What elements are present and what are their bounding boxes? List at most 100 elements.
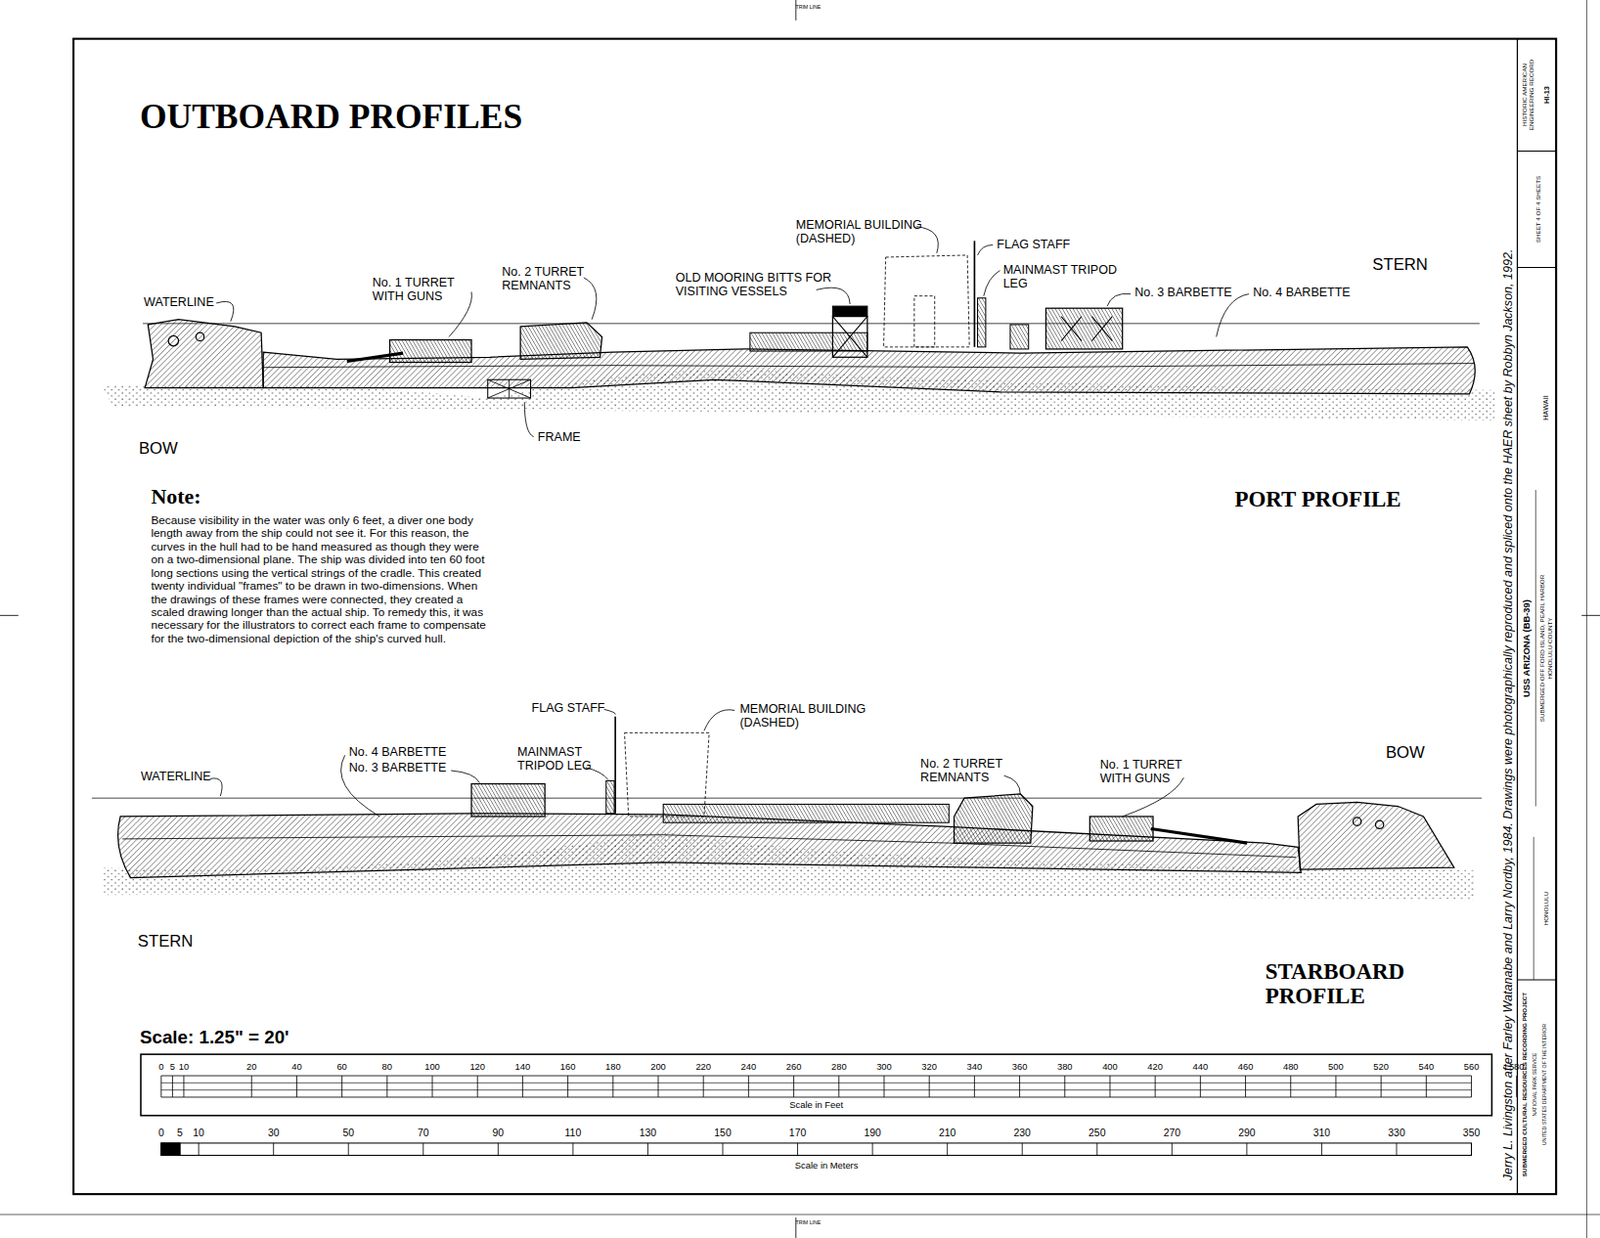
- title-block-text: SUBMERGED OFF FORD ISLAND, PEARL HARBOR: [1538, 574, 1546, 722]
- callout-label: FRAME: [537, 430, 581, 445]
- scale-tick: [182, 1075, 184, 1098]
- scale-number: 230: [1014, 1127, 1031, 1140]
- scale-number: 5: [177, 1127, 183, 1140]
- title-block-text: HISTORIC AMERICAN ENGINEERING RECORD: [1520, 46, 1535, 144]
- trim-mark: TRIM LINE: [795, 4, 821, 11]
- callout-label: MEMORIAL BUILDING (DASHED): [739, 702, 883, 730]
- scale-tick: [1109, 1075, 1111, 1098]
- scale-number: 220: [695, 1062, 712, 1073]
- scale-number: 70: [417, 1127, 430, 1140]
- scale-tick: [793, 1075, 795, 1098]
- orientation-label: BOW: [1385, 744, 1425, 763]
- scale-number: 280: [831, 1062, 847, 1073]
- scale-tick: [296, 1075, 298, 1098]
- callout-label: FLAG STAFF: [532, 701, 606, 715]
- scale-tick: [198, 1143, 200, 1156]
- scale-tick: [348, 1143, 350, 1156]
- scale-number: 180: [605, 1062, 622, 1073]
- scale-number: 250: [1088, 1127, 1106, 1140]
- scale-tick: [797, 1143, 799, 1156]
- scale-tick: [1022, 1143, 1023, 1156]
- callout-label: No. 1 TURRET WITH GUNS: [372, 275, 481, 304]
- title-block-text: HI-13: [1543, 86, 1552, 104]
- callout-label: WATERLINE: [140, 769, 212, 784]
- scale-tick: [1380, 1075, 1382, 1098]
- callout-label: No. 4 BARBETTE: [1252, 285, 1350, 300]
- scale-number: 330: [1387, 1127, 1405, 1140]
- scale-tick: [422, 1143, 424, 1156]
- title-block-text: HONOLULU COUNTY: [1546, 617, 1554, 679]
- scale-number: 480: [1283, 1062, 1299, 1073]
- scale-number: 310: [1313, 1127, 1331, 1140]
- view-title: STARBOARD PROFILE: [1265, 959, 1434, 1009]
- scale-number: 130: [639, 1127, 657, 1140]
- orientation-label: STERN: [137, 933, 194, 952]
- scale-number: 120: [469, 1062, 486, 1073]
- scale-tick: [1096, 1143, 1098, 1156]
- scale-tick: [1470, 1143, 1472, 1156]
- title-block-text: USS ARIZONA (BB-39): [1521, 599, 1533, 698]
- scale-tick: [572, 1143, 574, 1156]
- callout-label: MEMORIAL BUILDING (DASHED): [796, 218, 939, 246]
- scale-tick: [386, 1075, 388, 1098]
- callout-label: No. 1 TURRET WITH GUNS: [1100, 757, 1208, 786]
- scale-number: 0: [158, 1062, 164, 1073]
- scale-number: 320: [921, 1062, 937, 1073]
- callout-label: MAINMAST TRIPOD LEG: [1003, 263, 1142, 291]
- callout-label: WATERLINE: [143, 295, 215, 310]
- scale-number: 380: [1057, 1062, 1073, 1073]
- scale-number: 80: [382, 1062, 393, 1073]
- scale-tick: [1395, 1143, 1397, 1156]
- callout-label: FLAG STAFF: [996, 237, 1070, 252]
- scale-tick: [1321, 1143, 1323, 1156]
- sheet-title: OUTBOARD PROFILES: [139, 97, 523, 137]
- scale-caption: Scale in Feet: [789, 1100, 844, 1112]
- scale-tick: [1289, 1075, 1291, 1098]
- scale-number: 10: [192, 1127, 205, 1140]
- scale-number: 260: [786, 1062, 802, 1073]
- scale-segment: [161, 1143, 180, 1156]
- scale-number: 170: [789, 1127, 806, 1140]
- scale-number: 240: [741, 1062, 757, 1073]
- scale-tick: [272, 1143, 274, 1156]
- scale-number: 420: [1147, 1062, 1163, 1073]
- credit-line: Jerry L. Livingston after Farley Watanab…: [1501, 248, 1515, 1181]
- scale-tick: [522, 1075, 524, 1098]
- scale-tick: [946, 1143, 948, 1156]
- scale-tick: [1171, 1143, 1173, 1156]
- title-block-text: SUBMERGED CULTURAL RESOURCES RECORDING P…: [1520, 992, 1528, 1177]
- scale-statement: Scale: 1.25" = 20': [139, 1026, 290, 1048]
- scale-tick: [251, 1075, 253, 1098]
- scale-tick: [477, 1075, 479, 1098]
- scale-tick: [838, 1075, 840, 1098]
- scale-tick: [929, 1075, 931, 1098]
- scale-number: 460: [1238, 1062, 1254, 1073]
- scale-number: 440: [1193, 1062, 1209, 1073]
- title-block-text: SHEET 4 OF 4 SHEETS: [1535, 176, 1543, 243]
- scale-tick: [1200, 1075, 1201, 1098]
- orientation-label: STERN: [1372, 256, 1428, 275]
- title-block-text: NATIONAL PARK SERVICE: [1532, 1053, 1539, 1117]
- scale-number: 150: [713, 1127, 731, 1140]
- scale-tick: [172, 1075, 174, 1098]
- scale-number: 20: [246, 1062, 257, 1073]
- scale-number: 10: [178, 1062, 189, 1073]
- scale-number: 300: [876, 1062, 892, 1073]
- scale-number: 560: [1464, 1062, 1480, 1073]
- callout-label: OLD MOORING BITTS FOR VISITING VESSELS: [675, 270, 851, 299]
- scale-tick: [1155, 1075, 1156, 1098]
- scale-tick: [722, 1143, 724, 1156]
- scale-number: 290: [1238, 1127, 1255, 1140]
- view-title: PORT PROFILE: [1234, 487, 1401, 513]
- scale-number: 500: [1328, 1062, 1344, 1073]
- callout-label: No. 2 TURRET REMNANTS: [501, 265, 610, 293]
- scale-number: 520: [1373, 1062, 1389, 1073]
- callout-label: No. 4 BARBETTE: [349, 746, 446, 759]
- scale-number: 400: [1102, 1062, 1118, 1073]
- scale-tick: [703, 1075, 705, 1098]
- scale-tick: [160, 1075, 162, 1098]
- scale-number: 200: [650, 1062, 667, 1073]
- note-text: Because visibility in the water was only…: [150, 513, 489, 645]
- scale-tick: [1334, 1075, 1336, 1098]
- scale-number: 190: [863, 1127, 881, 1140]
